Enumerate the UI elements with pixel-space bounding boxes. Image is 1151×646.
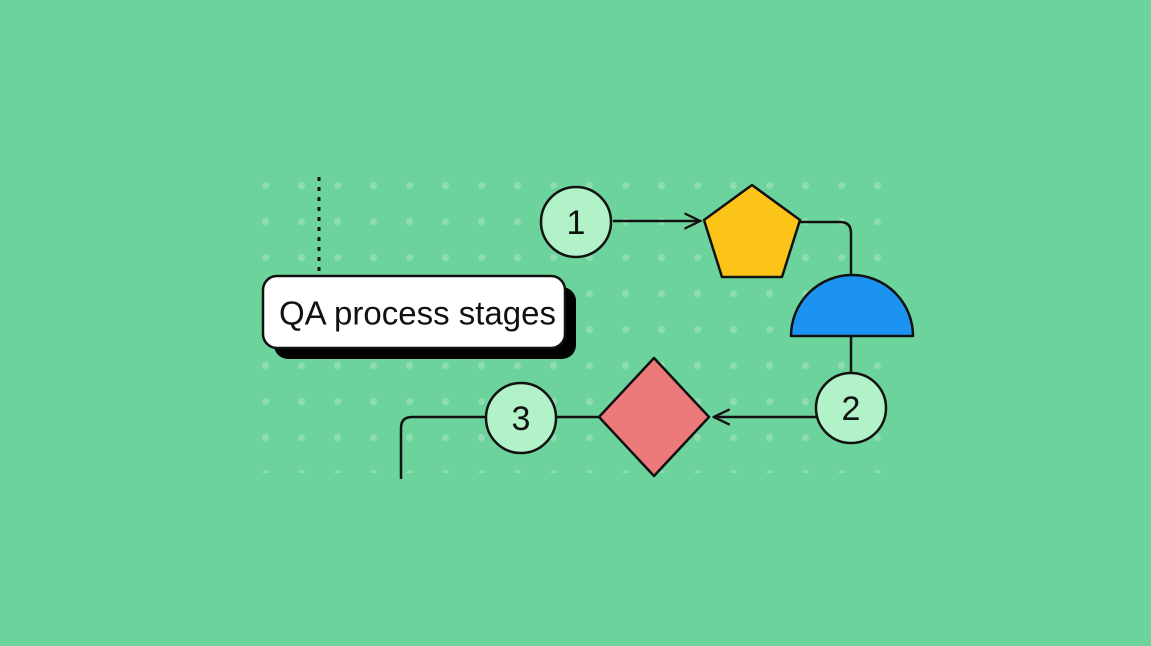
node-circle-1[interactable]: 1 xyxy=(539,185,613,259)
node-2-label: 2 xyxy=(842,390,861,428)
label-card-text: QA process stages xyxy=(279,295,556,332)
node-3-label: 3 xyxy=(512,400,531,438)
connector-3-to-tail xyxy=(399,415,486,479)
circle-shape[interactable] xyxy=(484,381,558,455)
node-semicircle[interactable] xyxy=(789,273,915,338)
label-card[interactable]: QA process stages xyxy=(261,274,576,359)
pentagon-shape[interactable] xyxy=(702,183,802,279)
node-1-label: 1 xyxy=(567,204,586,242)
circle-shape[interactable] xyxy=(814,371,888,445)
node-diamond[interactable] xyxy=(597,356,711,478)
label-card-body[interactable] xyxy=(261,274,567,350)
semicircle-shape[interactable] xyxy=(789,273,915,338)
diamond-shape[interactable] xyxy=(597,356,711,478)
node-pentagon[interactable] xyxy=(702,183,802,279)
connector-pentagon-to-semicircle xyxy=(800,220,853,276)
connector-group xyxy=(399,220,853,479)
circle-shape[interactable] xyxy=(539,185,613,259)
node-circle-2[interactable]: 2 xyxy=(814,371,888,445)
node-circle-3[interactable]: 3 xyxy=(484,381,558,455)
